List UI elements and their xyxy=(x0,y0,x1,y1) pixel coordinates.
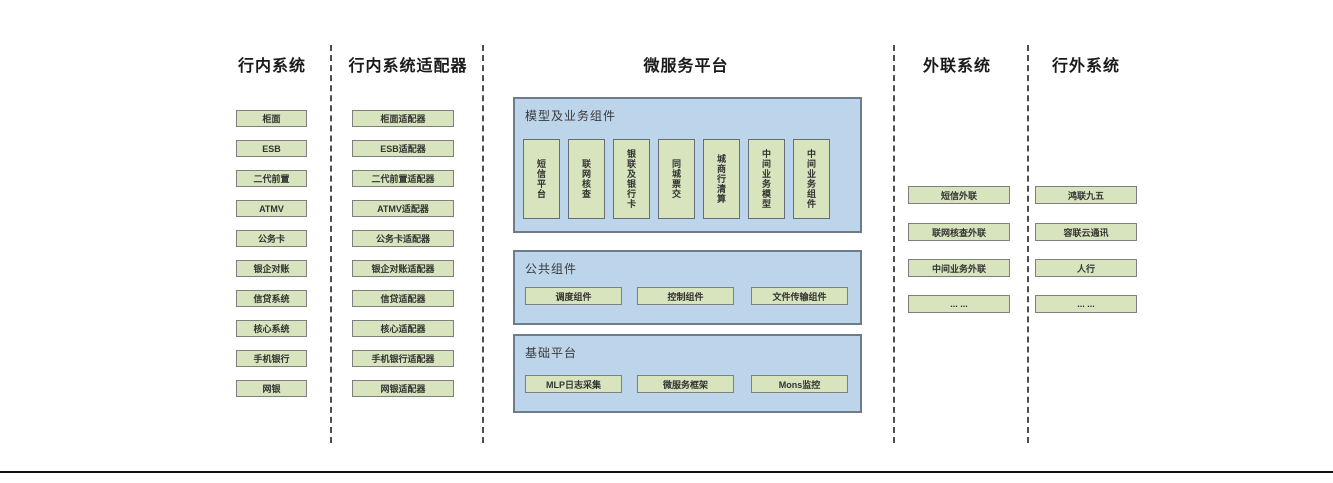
divider-dashed-2 xyxy=(482,45,484,443)
component-box-vertical: 中间业务组件 xyxy=(793,139,830,219)
internal-system-box: 银企对账 xyxy=(236,260,307,277)
adapter-box: 银企对账适配器 xyxy=(352,260,454,277)
divider-dashed-3 xyxy=(893,45,895,443)
adapter-box: 核心适配器 xyxy=(352,320,454,337)
adapter-box: 手机银行适配器 xyxy=(352,350,454,367)
outreach-system-box: 中间业务外联 xyxy=(908,259,1010,277)
component-box-vertical: 中间业务模型 xyxy=(748,139,785,219)
bottom-divider-line xyxy=(0,471,1333,473)
common-component-box: 控制组件 xyxy=(637,287,734,305)
adapter-box: 柜面适配器 xyxy=(352,110,454,127)
common-component-box: 文件传输组件 xyxy=(751,287,848,305)
internal-system-box: ATMV xyxy=(236,200,307,217)
header-internal-adapters: 行内系统适配器 xyxy=(348,58,468,75)
header-microservice-platform: 微服务平台 xyxy=(643,58,729,75)
adapter-box: ATMV适配器 xyxy=(352,200,454,217)
outreach-system-box: 短信外联 xyxy=(908,186,1010,204)
base-platform-box: Mons监控 xyxy=(751,375,848,393)
header-outreach-systems: 外联系统 xyxy=(922,58,991,75)
internal-system-box: 网银 xyxy=(236,380,307,397)
internal-system-box: 核心系统 xyxy=(236,320,307,337)
external-system-box: 容联云通讯 xyxy=(1035,223,1137,241)
component-box-vertical: 银联及银行卡 xyxy=(613,139,650,219)
base-platform-box: 微服务框架 xyxy=(637,375,734,393)
internal-system-box: ESB xyxy=(236,140,307,157)
panel-title: 模型及业务组件 xyxy=(525,109,617,123)
header-internal-systems: 行内系统 xyxy=(237,58,306,75)
external-system-box: 鸿联九五 xyxy=(1035,186,1137,204)
header-external-systems: 行外系统 xyxy=(1051,58,1120,75)
adapter-box: 二代前置适配器 xyxy=(352,170,454,187)
internal-system-box: 手机银行 xyxy=(236,350,307,367)
component-box-vertical: 同城票交 xyxy=(658,139,695,219)
panel-title: 公共组件 xyxy=(525,262,578,276)
outreach-system-box: ... ... xyxy=(908,295,1010,313)
outreach-system-box: 联网核查外联 xyxy=(908,223,1010,241)
internal-system-box: 柜面 xyxy=(236,110,307,127)
adapter-box: ESB适配器 xyxy=(352,140,454,157)
external-system-box: ... ... xyxy=(1035,295,1137,313)
component-box-vertical: 联网核查 xyxy=(568,139,605,219)
base-platform-box: MLP日志采集 xyxy=(525,375,622,393)
panel-base-platform: 基础平台 xyxy=(513,334,862,413)
panel-title: 基础平台 xyxy=(525,346,578,360)
internal-system-box: 二代前置 xyxy=(236,170,307,187)
component-box-vertical: 城商行清算 xyxy=(703,139,740,219)
common-component-box: 调度组件 xyxy=(525,287,622,305)
adapter-box: 网银适配器 xyxy=(352,380,454,397)
divider-dashed-1 xyxy=(330,45,332,443)
internal-system-box: 公务卡 xyxy=(236,230,307,247)
divider-dashed-4 xyxy=(1027,45,1029,443)
external-system-box: 人行 xyxy=(1035,259,1137,277)
adapter-box: 公务卡适配器 xyxy=(352,230,454,247)
internal-system-box: 信贷系统 xyxy=(236,290,307,307)
adapter-box: 信贷适配器 xyxy=(352,290,454,307)
component-box-vertical: 短信平台 xyxy=(523,139,560,219)
